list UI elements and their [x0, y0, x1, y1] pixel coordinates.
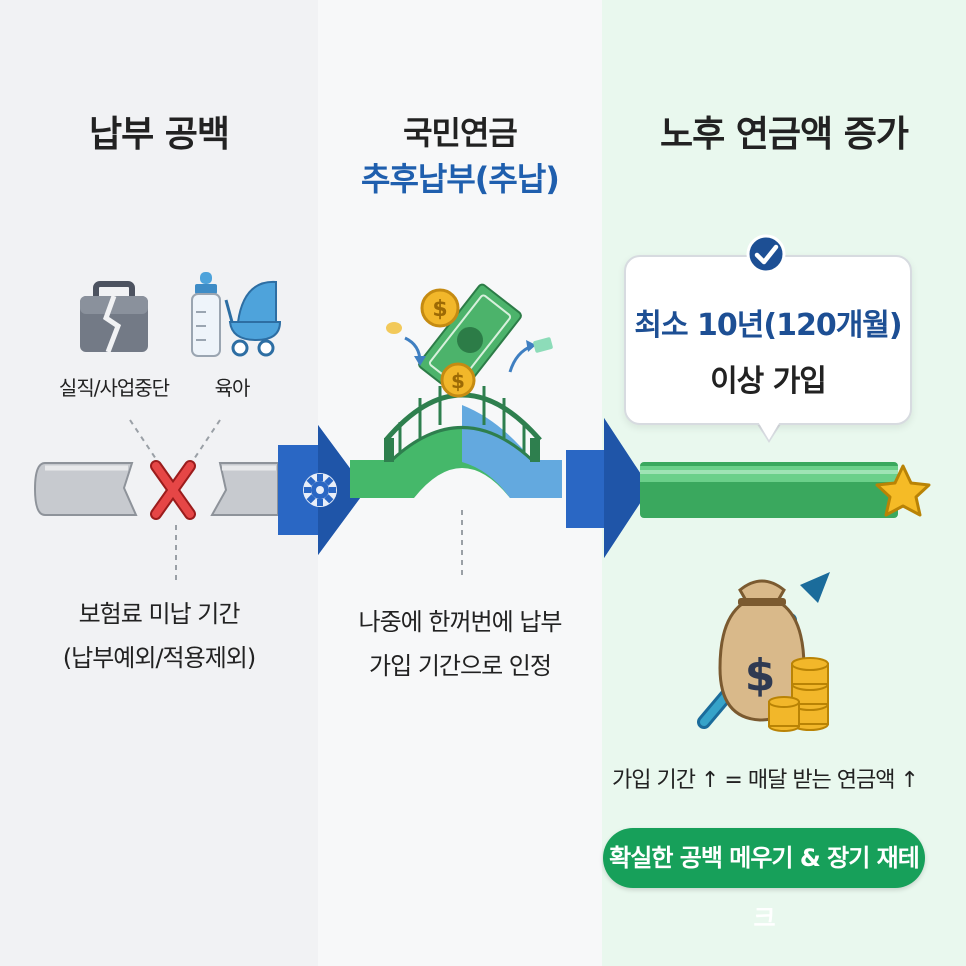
broken-briefcase-icon [80, 281, 148, 353]
check-badge-icon [746, 234, 786, 274]
caption-line-2: (납부예외/적용제외) [62, 644, 256, 672]
caption-line-1: 보험료 미납 기간 [78, 600, 241, 628]
process-arrow-2 [566, 418, 650, 558]
caption-deferred: 나중에 한꺼번에 납부 가입 기간으로 인정 [318, 600, 602, 688]
broken-pipe [33, 462, 279, 516]
svg-text:$: $ [432, 297, 447, 322]
callout-line-2: 이상 가입 [710, 364, 827, 399]
callout-minimum-period [624, 255, 912, 425]
svg-text:$: $ [745, 650, 776, 701]
summary-pill: 확실한 공백 메우기 & 장기 재테크 [603, 828, 925, 932]
svg-text:$: $ [451, 369, 465, 393]
formula-text: 가입 기간 ↑ = 매달 받는 연금액 ↑ [612, 768, 919, 793]
pension-progress-bar [640, 462, 898, 518]
red-x-icon [150, 460, 196, 520]
caption-unpaid-period: 보험료 미납 기간 (납부예외/적용제외) [0, 592, 318, 680]
gear-icon [303, 473, 337, 507]
callout-tail [757, 420, 781, 440]
label-job-loss: 실직/사업중단 [58, 376, 170, 400]
caption-line-1: 나중에 한꺼번에 납부 [358, 608, 563, 636]
caption-line-2: 가입 기간으로 인정 [369, 652, 552, 680]
dashed-connectors [129, 419, 463, 580]
title-national-pension: 국민연금 [403, 114, 518, 152]
title-deferred-payment: 추후납부(추납) [361, 160, 560, 198]
bridge-with-money-icon: $ $ [350, 283, 562, 498]
money-bag-growth-icon: $ [697, 572, 830, 732]
title-payment-gap: 납부 공백 [88, 114, 230, 155]
star-icon [875, 464, 931, 517]
label-childcare: 육아 [214, 376, 251, 400]
baby-bottle-and-stroller-icon [191, 272, 282, 357]
title-pension-increase: 노후 연금액 증가 [660, 114, 909, 155]
callout-line-1: 최소 10년(120개월) [634, 308, 902, 343]
